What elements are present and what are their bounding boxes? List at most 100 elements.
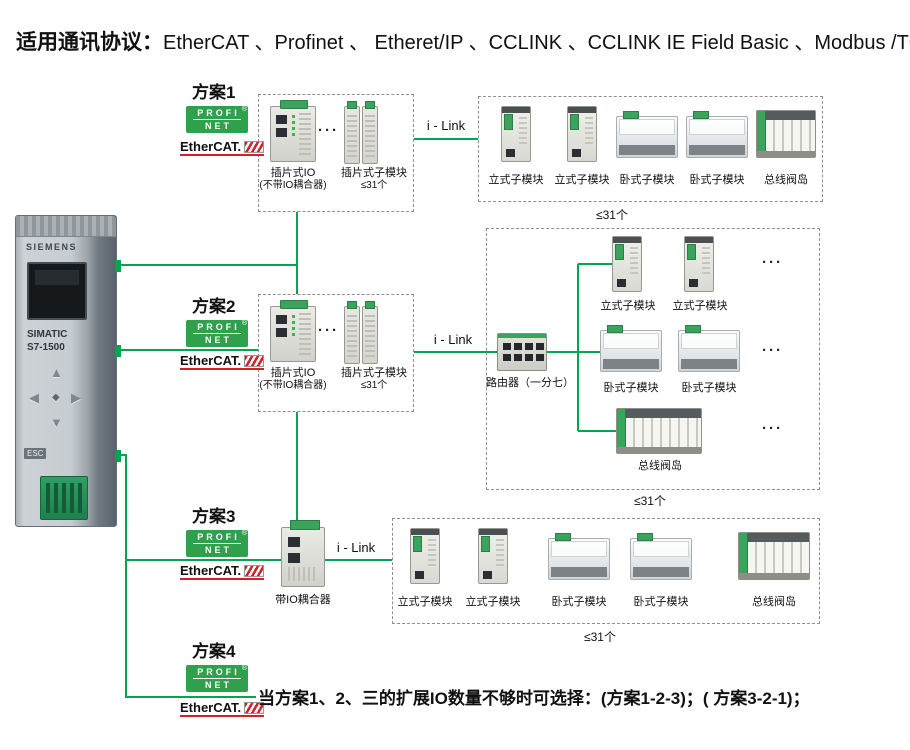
scheme2-io-group-box [258, 294, 414, 412]
page-title: 适用通讯协议：EtherCAT 、Profinet 、 Etheret/IP 、… [16, 26, 910, 56]
bus-valve-island [756, 110, 816, 158]
router-label: 路由器（一分七） [486, 377, 574, 389]
title-protocols: EtherCAT 、Profinet 、 Etheret/IP 、CCLINK … [163, 32, 910, 54]
plc-port-nub [115, 345, 121, 357]
vertical-sub-label: 立式子模块 [397, 596, 453, 608]
vertical-sub-label: 立式子模块 [672, 300, 728, 312]
scheme3-module-group-box [392, 518, 820, 624]
ethercat-logo: EtherCAT. [180, 354, 265, 370]
plc-keypad: ▲ ▼ ◀ ▶ ◆ [24, 366, 90, 438]
horizontal-sub-module [686, 111, 748, 158]
plc-port-nub [115, 450, 121, 462]
profinet-logo: ® PROFI NET [186, 320, 248, 347]
io-coupler-module [281, 520, 325, 587]
ellipsis: ··· [762, 420, 783, 437]
profinet-logo: ® PROFI NET [186, 530, 248, 557]
arrow-down-icon: ▼ [50, 415, 63, 430]
registered-mark: ® [241, 530, 247, 537]
slice-io-module [270, 100, 316, 162]
scheme1-io-group-box [258, 94, 414, 212]
scheme-1-label: 方案1 [192, 83, 236, 102]
scheme2-module-group-box [486, 228, 820, 490]
slice-sub-module-pair [344, 301, 378, 364]
title-prefix: 适用通讯协议： [16, 31, 163, 54]
scheme-3-label: 方案3 [192, 507, 236, 526]
arrow-left-icon: ◀ [29, 390, 39, 405]
vertical-sub-label: 立式子模块 [488, 174, 544, 186]
slice-io-sublabel: (不带IO耦合器) [259, 380, 327, 391]
horizontal-sub-label: 卧式子模块 [551, 596, 607, 608]
plc-device: SIEMENS SIMATIC S7-1500 ▲ ▼ ◀ ▶ ◆ ESC [15, 215, 121, 527]
plc-model-line2: S7-1500 [27, 342, 65, 353]
slice-io-sublabel: (不带IO耦合器) [259, 180, 327, 191]
horizontal-sub-label: 卧式子模块 [689, 174, 745, 186]
slice-sub-module-pair [344, 101, 378, 164]
ethercat-logo: EtherCAT. [180, 140, 265, 156]
registered-mark: ® [241, 320, 247, 327]
horizontal-sub-label: 卧式子模块 [633, 596, 689, 608]
plc-model-label: SIMATIC S7-1500 [27, 328, 67, 354]
horizontal-sub-module [616, 111, 678, 158]
vertical-sub-module [410, 528, 440, 584]
scheme-4-label: 方案4 [192, 642, 236, 661]
bus-valve-island [616, 408, 702, 454]
vertical-sub-label: 立式子模块 [465, 596, 521, 608]
ellipsis: ··· [318, 122, 339, 139]
slice-io-label: 插片式IO [270, 367, 316, 379]
vertical-sub-module [567, 106, 597, 162]
scheme1-module-group-box [478, 96, 823, 202]
scheme-2-label: 方案2 [192, 297, 236, 316]
slice-io-module [270, 300, 316, 362]
vertical-sub-module [478, 528, 508, 584]
slice-sub-count: ≤31个 [360, 180, 388, 191]
arrow-right-icon: ▶ [71, 390, 81, 405]
registered-mark: ® [241, 665, 247, 672]
ilink-label: i - Link [426, 118, 466, 133]
valve-island-label: 总线阀岛 [638, 460, 682, 472]
limit-label: ≤31个 [584, 630, 616, 644]
router [497, 333, 547, 371]
ilink-label: i - Link [433, 332, 473, 347]
horizontal-sub-module [600, 325, 662, 372]
ethercat-flag-icon [244, 565, 265, 577]
horizontal-sub-label: 卧式子模块 [619, 174, 675, 186]
slice-sub-count: ≤31个 [360, 380, 388, 391]
plc-port-nub [115, 260, 121, 272]
plc-display [27, 262, 87, 320]
keypad-center-icon: ◆ [52, 392, 60, 403]
vertical-sub-label: 立式子模块 [600, 300, 656, 312]
limit-label: ≤31个 [634, 494, 666, 508]
ethercat-flag-icon [244, 141, 265, 153]
horizontal-sub-label: 卧式子模块 [681, 382, 737, 394]
plc-model-line1: SIMATIC [27, 329, 68, 340]
horizontal-sub-label: 卧式子模块 [603, 382, 659, 394]
arrow-up-icon: ▲ [50, 365, 63, 380]
horizontal-sub-module [630, 533, 692, 580]
plc-bottom-connector [40, 476, 88, 520]
slice-io-label: 插片式IO [270, 167, 316, 179]
vertical-sub-label: 立式子模块 [554, 174, 610, 186]
ilink-label: i - Link [336, 540, 376, 555]
ethercat-logo: EtherCAT. [180, 564, 265, 580]
ellipsis: ··· [318, 322, 339, 339]
ethercat-flag-icon [244, 702, 265, 714]
valve-island-label: 总线阀岛 [764, 174, 808, 186]
ethercat-logo: EtherCAT. [180, 701, 265, 717]
profinet-logo: ® PROFI NET [186, 665, 248, 692]
vertical-sub-module [612, 236, 642, 292]
footer-note: 当方案1、2、三的扩展IO数量不够时可选择：(方案1-2-3)；( 方案3-2-… [258, 689, 810, 708]
router-ports [503, 343, 544, 361]
ellipsis: ··· [762, 342, 783, 359]
horizontal-sub-module [678, 325, 740, 372]
valve-island-label: 总线阀岛 [752, 596, 796, 608]
bus-valve-island [738, 532, 810, 580]
plc-brand: SIEMENS [26, 242, 78, 252]
plc-esc-label: ESC [24, 448, 47, 459]
vertical-sub-module [501, 106, 531, 162]
coupler-label: 带IO耦合器 [275, 594, 331, 606]
slice-sub-label: 插片式子模块 [341, 367, 407, 379]
plc-vents [16, 216, 116, 237]
slice-sub-label: 插片式子模块 [341, 167, 407, 179]
limit-label: ≤31个 [596, 208, 628, 222]
